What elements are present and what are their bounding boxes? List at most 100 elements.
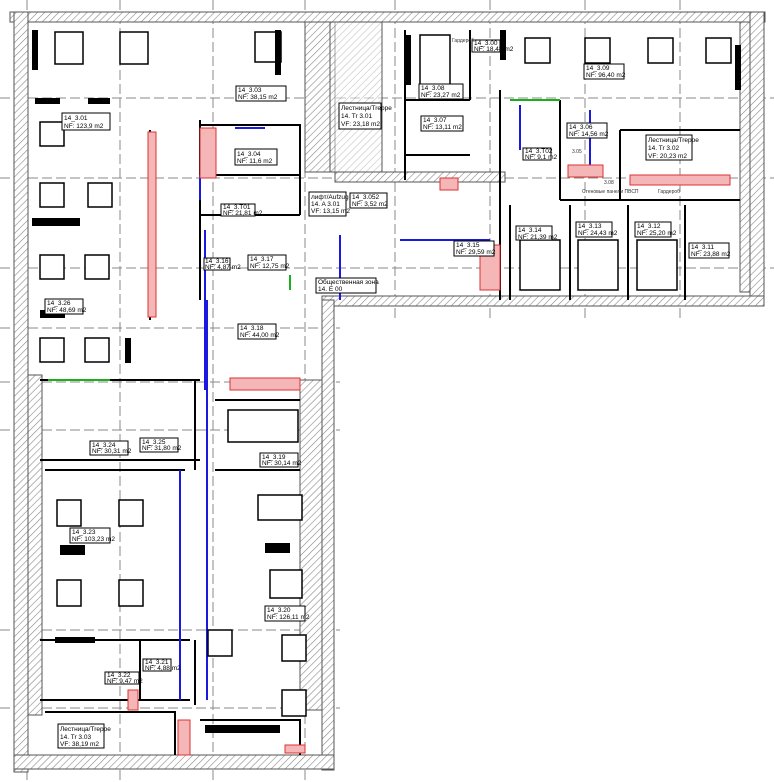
svg-text:14. Tr 3.03: 14. Tr 3.03	[60, 734, 91, 741]
desks	[39, 31, 732, 717]
svg-text:14_3.00: 14_3.00	[474, 40, 498, 47]
svg-text:14_3.20: 14_3.20	[267, 607, 291, 614]
svg-text:NF: 30,14 m2: NF: 30,14 m2	[262, 460, 302, 467]
svg-text:14_3.14: 14_3.14	[518, 227, 542, 234]
svg-text:Лестница/Treppe: Лестница/Treppe	[60, 726, 111, 733]
svg-text:NF: 38,15 m2: NF: 38,15 m2	[238, 94, 278, 101]
svg-text:NF: 126,11 m2: NF: 126,11 m2	[267, 614, 310, 621]
svg-text:14_3.25: 14_3.25	[142, 439, 166, 446]
svg-text:NF: 31,80 m2: NF: 31,80 m2	[142, 445, 182, 452]
svg-text:Лестница/Treppe: Лестница/Treppe	[341, 105, 392, 112]
svg-text:14_3.12: 14_3.12	[637, 223, 661, 230]
svg-text:14_3.18: 14_3.18	[240, 325, 264, 332]
svg-text:14_3.052: 14_3.052	[352, 194, 379, 201]
svg-text:14_3.T02: 14_3.T02	[525, 148, 553, 155]
svg-text:NF: 21,39 m2: NF: 21,39 m2	[518, 234, 558, 241]
wall-panels-note: Стеновые панели ПВСП	[582, 189, 639, 195]
svg-text:14_3.21: 14_3.21	[145, 659, 169, 666]
svg-text:14_3.08: 14_3.08	[421, 85, 445, 92]
svg-text:14_3.26: 14_3.26	[47, 300, 71, 307]
svg-text:14_3.06: 14_3.06	[569, 124, 593, 131]
interior-walls	[40, 30, 740, 755]
svg-text:NF: 9,1 m2: NF: 9,1 m2	[525, 154, 558, 161]
svg-text:VF: 38,19 m2: VF: 38,19 m2	[60, 741, 99, 748]
svg-text:14_3.04: 14_3.04	[237, 151, 261, 158]
svg-text:14. Tr 3.01: 14. Tr 3.01	[341, 113, 372, 120]
svg-text:14_3.09: 14_3.09	[586, 65, 610, 72]
svg-text:NF: 103,23 m2: NF: 103,23 m2	[72, 536, 115, 543]
svg-text:14_3.01: 14_3.01	[64, 115, 88, 122]
wardrobe-note: Гардероб	[658, 189, 680, 195]
svg-text:VF: 23,18 m2: VF: 23,18 m2	[341, 121, 380, 128]
svg-text:14_3.03: 14_3.03	[238, 87, 262, 94]
svg-text:NF: 11,6 m2: NF: 11,6 m2	[237, 158, 273, 165]
svg-text:14_3.22: 14_3.22	[107, 672, 131, 679]
svg-text:NF: 23,27 m2: NF: 23,27 m2	[421, 92, 461, 99]
svg-text:14_3.16: 14_3.16	[205, 258, 229, 265]
svg-text:NF: 96,40 m2: NF: 96,40 m2	[586, 72, 626, 79]
svg-text:Общественная зона: Общественная зона	[318, 278, 379, 286]
tag-note-2: 3.05	[572, 149, 582, 155]
svg-text:14_3.19: 14_3.19	[262, 454, 286, 461]
svg-text:VF: 13,15 m2: VF: 13,15 m2	[311, 208, 350, 215]
svg-text:14_3.13: 14_3.13	[578, 223, 602, 230]
svg-text:NF: 23,88 m2: NF: 23,88 m2	[691, 251, 731, 258]
svg-text:NF: 44,00 m2: NF: 44,00 m2	[240, 332, 280, 339]
svg-text:14_3.T01: 14_3.T01	[223, 204, 251, 211]
svg-text:NF: 21,81 m2: NF: 21,81 m2	[223, 210, 263, 217]
tag-note: 3.08	[604, 180, 614, 186]
svg-text:14_3.07: 14_3.07	[423, 117, 447, 124]
svg-text:NF: 4,88 m2: NF: 4,88 m2	[145, 665, 181, 672]
svg-text:Лестница/Treppe: Лестница/Treppe	[648, 137, 699, 144]
svg-text:14_3.23: 14_3.23	[72, 529, 96, 536]
svg-text:14. Tr 3.02: 14. Tr 3.02	[648, 145, 679, 152]
svg-text:NF: 123,9 m2: NF: 123,9 m2	[64, 123, 104, 130]
svg-text:14_3.15: 14_3.15	[456, 242, 480, 249]
svg-text:14_3.11: 14_3.11	[691, 244, 714, 251]
svg-text:NF: 18,48 m2: NF: 18,48 m2	[474, 46, 514, 53]
svg-text:NF: 3,52 m2: NF: 3,52 m2	[352, 201, 388, 208]
svg-text:NF: 14,56 m2: NF: 14,56 m2	[569, 131, 609, 138]
service-shafts	[127, 127, 731, 756]
svg-text:VF: 20,23 m2: VF: 20,23 m2	[648, 153, 687, 160]
svg-text:14_3.24: 14_3.24	[92, 442, 116, 449]
svg-text:NF: 13,11 m2: NF: 13,11 m2	[423, 124, 462, 131]
svg-text:14_3.17: 14_3.17	[250, 256, 274, 263]
svg-text:NF: 9,47 m2: NF: 9,47 m2	[107, 678, 143, 685]
svg-text:NF: 24,43 m2: NF: 24,43 m2	[578, 230, 618, 237]
svg-text:NF: 48,69 m2: NF: 48,69 m2	[47, 307, 87, 314]
svg-text:NF: 12,75 m2: NF: 12,75 m2	[250, 263, 290, 270]
